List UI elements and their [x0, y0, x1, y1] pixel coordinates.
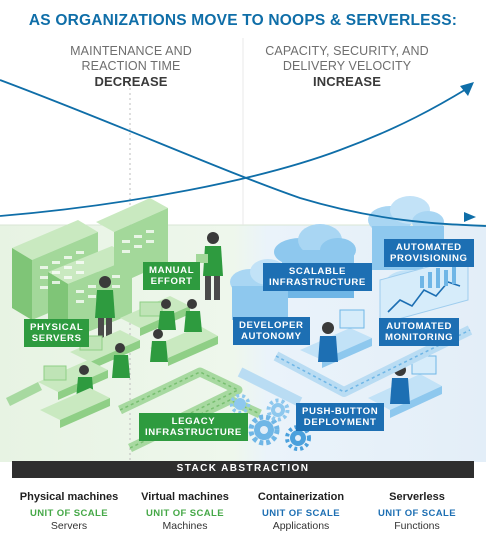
label-automated-provisioning-line2: PROVISIONING: [390, 253, 468, 264]
label-developer-autonomy-line2: AUTONOMY: [240, 331, 302, 342]
label-manual-effort-line2: EFFORT: [150, 276, 193, 287]
decrease-label: DECREASE: [94, 74, 168, 89]
gears: [229, 393, 311, 451]
category-title: Serverless: [389, 491, 445, 503]
label-manual-effort-line1: MANUAL: [149, 265, 195, 276]
label-manual-effort: MANUAL EFFORT: [143, 262, 201, 290]
category-unit-value: Machines: [162, 520, 208, 532]
gear-icon: [229, 393, 251, 415]
workstation: [120, 296, 190, 336]
increase-heading-line1: CAPACITY, SECURITY, AND: [265, 44, 429, 58]
stack-abstraction-bar: STACK ABSTRACTION: [12, 461, 474, 478]
category-containerization: Containerization UNIT OF SCALE Applicati…: [242, 491, 360, 533]
category-virtual-machines: Virtual machines UNIT OF SCALE Machines: [126, 491, 244, 533]
label-physical-servers-line1: PHYSICAL: [30, 322, 84, 333]
blue-workstations: [300, 309, 442, 418]
label-automated-monitoring-line2: MONITORING: [385, 332, 454, 343]
label-push-button-deployment-line1: PUSH-BUTTON: [302, 406, 379, 417]
technician-person-icon: [196, 232, 223, 300]
stack-abstraction-label: STACK ABSTRACTION: [176, 463, 310, 474]
label-legacy-infrastructure-line1: LEGACY: [171, 416, 216, 427]
label-legacy-infrastructure-line2: INFRASTRUCTURE: [145, 427, 242, 438]
category-title: Physical machines: [19, 491, 119, 503]
gear-icon: [266, 398, 290, 422]
page-title: AS ORGANIZATIONS MOVE TO NOOPS & SERVERL…: [28, 12, 458, 29]
increase-heading-line2: DELIVERY VELOCITY: [282, 59, 412, 73]
gear-icon: [285, 425, 311, 451]
label-physical-servers-line2: SERVERS: [31, 333, 82, 344]
category-serverless: Serverless UNIT OF SCALE Functions: [358, 491, 476, 533]
workstation: [40, 388, 110, 428]
label-developer-autonomy-line1: DEVELOPER: [239, 320, 304, 331]
label-push-button-deployment: PUSH-BUTTON DEPLOYMENT: [296, 403, 385, 431]
category-unit-label: UNIT OF SCALE: [377, 508, 457, 519]
label-push-button-deployment-line2: DEPLOYMENT: [303, 417, 377, 428]
gear-icon: [248, 414, 280, 446]
label-legacy-infrastructure: LEGACY INFRASTRUCTURE: [139, 413, 248, 441]
workstation: [150, 299, 218, 366]
label-automated-provisioning-line1: AUTOMATED: [395, 242, 462, 253]
decrease-heading: MAINTENANCE AND REACTION TIME DECREASE: [38, 44, 224, 89]
category-unit-value: Functions: [394, 520, 440, 532]
category-physical-machines: Physical machines UNIT OF SCALE Servers: [10, 491, 128, 533]
increase-label: INCREASE: [313, 74, 381, 89]
decrease-arrow-icon: [464, 212, 476, 222]
category-unit-label: UNIT OF SCALE: [29, 508, 109, 519]
label-automated-monitoring: AUTOMATED MONITORING: [379, 318, 460, 346]
increase-heading: CAPACITY, SECURITY, AND DELIVERY VELOCIT…: [252, 44, 442, 89]
increase-arrow-icon: [460, 82, 474, 96]
decrease-curve: [0, 79, 486, 227]
workstation: [38, 343, 130, 400]
label-scalable-infrastructure: SCALABLE INFRASTRUCTURE: [263, 263, 372, 291]
label-automated-provisioning: AUTOMATED PROVISIONING: [384, 239, 474, 267]
label-scalable-infrastructure-line2: INFRASTRUCTURE: [269, 277, 366, 288]
label-physical-servers: PHYSICAL SERVERS: [24, 319, 90, 347]
decrease-heading-line1: MAINTENANCE AND: [70, 44, 192, 58]
decrease-heading-line2: REACTION TIME: [81, 59, 181, 73]
category-title: Virtual machines: [141, 491, 229, 503]
category-unit-value: Applications: [272, 520, 330, 532]
label-automated-monitoring-line1: AUTOMATED: [386, 321, 452, 332]
category-title: Containerization: [257, 491, 345, 503]
label-scalable-infrastructure-line1: SCALABLE: [288, 266, 346, 277]
workstation: [300, 309, 372, 368]
category-unit-label: UNIT OF SCALE: [145, 508, 225, 519]
label-developer-autonomy: DEVELOPER AUTONOMY: [233, 317, 310, 345]
category-unit-label: UNIT OF SCALE: [261, 508, 341, 519]
category-unit-value: Servers: [50, 520, 88, 532]
technician-person-icon: [95, 276, 115, 338]
increase-curve: [0, 87, 469, 217]
